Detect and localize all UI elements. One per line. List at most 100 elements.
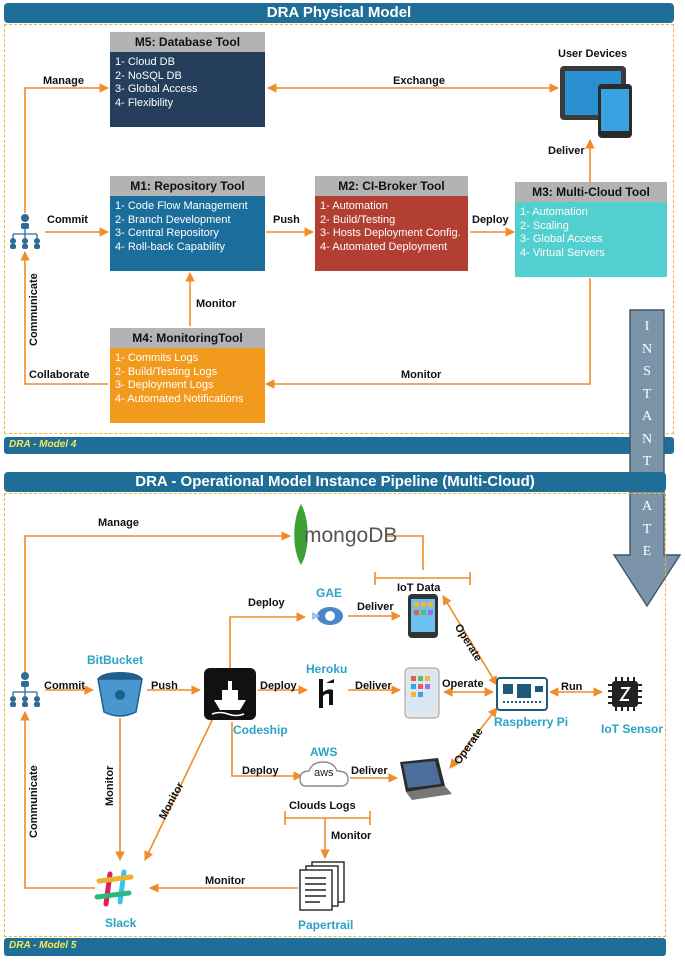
m5-title: M5: Database Tool bbox=[110, 32, 265, 52]
deploy-gae-label: Deploy bbox=[248, 597, 285, 609]
phone-icon bbox=[408, 594, 438, 638]
run-label: Run bbox=[561, 681, 583, 693]
instantiate-text: INSTANTIATE bbox=[641, 319, 653, 559]
deploy-aws-label: Deploy bbox=[242, 765, 279, 777]
bottom-footer-label: DRA - Model 5 bbox=[9, 940, 77, 951]
top-frame bbox=[4, 24, 674, 434]
m5-item: 1- Cloud DB bbox=[115, 56, 175, 68]
codeship-label: Codeship bbox=[233, 723, 288, 737]
bitbucket-icon bbox=[97, 672, 143, 717]
heroku-icon bbox=[319, 679, 334, 708]
deploy-gae-arrow bbox=[229, 612, 306, 668]
communicate-arrow-b bbox=[20, 711, 95, 889]
m4-item: 1- Commits Logs bbox=[115, 352, 199, 364]
communicate-label-b: Communicate bbox=[28, 765, 40, 838]
m4-title: M4: MonitoringTool bbox=[110, 328, 265, 348]
m2-list: 1- Automation 2- Build/Testing 3- Hosts … bbox=[315, 196, 468, 271]
push-label: Push bbox=[273, 214, 300, 226]
m2-item: 3- Hosts Deployment Config. bbox=[320, 227, 461, 239]
user-devices-label: User Devices bbox=[558, 48, 628, 60]
m1-repository-tool: M1: Repository Tool 1- Code Flow Managem… bbox=[110, 176, 265, 271]
gae-label: GAE bbox=[316, 586, 343, 600]
top-title: DRA Physical Model bbox=[266, 4, 412, 21]
deploy-label: Deploy bbox=[472, 214, 509, 226]
mongodb-leaf-icon bbox=[294, 504, 308, 565]
m3-item: 4- Virtual Servers bbox=[520, 246, 605, 259]
clouds-logs-bracket-ends bbox=[284, 811, 371, 825]
iot-sensor-icon bbox=[608, 677, 642, 711]
m3-item: 1- Automation bbox=[520, 206, 588, 218]
deploy-aws-arrow bbox=[231, 722, 303, 781]
collaborate-label: Collaborate bbox=[29, 369, 90, 381]
collaborate-arrow bbox=[20, 251, 108, 385]
monitor-logs-label: Monitor bbox=[331, 830, 372, 842]
team-icon-bottom bbox=[10, 672, 40, 707]
m4-item: 2- Build/Testing Logs bbox=[115, 365, 218, 378]
top-footer: DRA - Model 4 bbox=[4, 437, 674, 454]
commit-label: Commit bbox=[47, 214, 88, 226]
m2-item: 2- Build/Testing bbox=[320, 213, 396, 226]
raspberry-pi-icon bbox=[496, 677, 548, 711]
clouds-logs-label: Clouds Logs bbox=[289, 800, 356, 812]
iot-data-line bbox=[386, 535, 424, 570]
monitor-up-label: Monitor bbox=[196, 298, 237, 310]
m2-item: 4- Automated Deployment bbox=[320, 240, 448, 253]
iot-data-bracket-ends bbox=[374, 572, 471, 585]
m3-title: M3: Multi-Cloud Tool bbox=[515, 182, 667, 202]
m5-list: 1- Cloud DB 2- NoSQL DB 3- Global Access… bbox=[110, 52, 265, 127]
monitor-pt-label: Monitor bbox=[205, 875, 246, 887]
slack-label: Slack bbox=[105, 916, 137, 930]
monitor-cs-arrow bbox=[144, 711, 217, 861]
m1-item: 2- Branch Development bbox=[115, 213, 231, 226]
m4-list: 1- Commits Logs 2- Build/Testing Logs 3-… bbox=[110, 348, 265, 423]
m3-list: 1- Automation 2- Scaling 3- Global Acces… bbox=[515, 202, 667, 277]
manage-label-b: Manage bbox=[98, 517, 139, 529]
monitor-bottom-label: Monitor bbox=[401, 369, 442, 381]
m3-item: 3- Global Access bbox=[520, 233, 603, 245]
top-footer-label: DRA - Model 4 bbox=[9, 439, 77, 450]
bottom-title-banner: DRA - Operational Model Instance Pipelin… bbox=[4, 472, 666, 492]
raspberry-pi-label: Raspberry Pi bbox=[494, 715, 569, 729]
bottom-title: DRA - Operational Model Instance Pipelin… bbox=[135, 473, 535, 490]
codeship-icon bbox=[204, 668, 256, 720]
monitor-bb-label: Monitor bbox=[104, 765, 116, 806]
gae-icon bbox=[312, 607, 343, 625]
m2-title: M2: CI-Broker Tool bbox=[315, 176, 468, 196]
slack-icon bbox=[94, 869, 134, 907]
manage-arrow bbox=[24, 83, 109, 213]
iot-sensor-label: IoT Sensor bbox=[601, 722, 664, 736]
m3-item: 2- Scaling bbox=[520, 219, 569, 232]
m1-list: 1- Code Flow Management 2- Branch Develo… bbox=[110, 196, 265, 271]
instantiate-label: INSTANTIATE bbox=[638, 316, 656, 564]
exchange-label: Exchange bbox=[393, 75, 445, 87]
m4-item: 4- Automated Notifications bbox=[115, 392, 244, 405]
m5-item: 4- Flexibility bbox=[115, 96, 174, 109]
m1-item: 3- Central Repository bbox=[115, 227, 219, 239]
papertrail-icon bbox=[299, 861, 345, 911]
m4-monitoring-tool: M4: MonitoringTool 1- Commits Logs 2- Bu… bbox=[110, 328, 265, 423]
m1-item: 1- Code Flow Management bbox=[115, 200, 248, 212]
m3-multi-cloud-tool: M3: Multi-Cloud Tool 1- Automation 2- Sc… bbox=[515, 182, 667, 277]
mongodb-logo-text: mongoDB bbox=[304, 524, 398, 547]
m5-item: 3- Global Access bbox=[115, 83, 198, 95]
operate-aws-arrow bbox=[449, 707, 498, 769]
laptop-icon bbox=[400, 758, 452, 800]
papertrail-label: Papertrail bbox=[298, 918, 354, 932]
m2-ci-broker-tool: M2: CI-Broker Tool 1- Automation 2- Buil… bbox=[315, 176, 468, 271]
m1-title: M1: Repository Tool bbox=[110, 176, 265, 196]
m2-item: 1- Automation bbox=[320, 200, 388, 212]
deliver-gae-label: Deliver bbox=[357, 601, 394, 613]
deliver-heroku-label: Deliver bbox=[355, 680, 392, 692]
deliver-aws-label: Deliver bbox=[351, 765, 388, 777]
aws-logo-text: aws bbox=[314, 767, 334, 779]
operate-heroku-label: Operate bbox=[442, 678, 484, 690]
manage-label: Manage bbox=[43, 75, 84, 87]
bottom-frame bbox=[4, 493, 666, 937]
top-title-banner: DRA Physical Model bbox=[4, 3, 674, 23]
tablet-icon bbox=[404, 667, 440, 719]
